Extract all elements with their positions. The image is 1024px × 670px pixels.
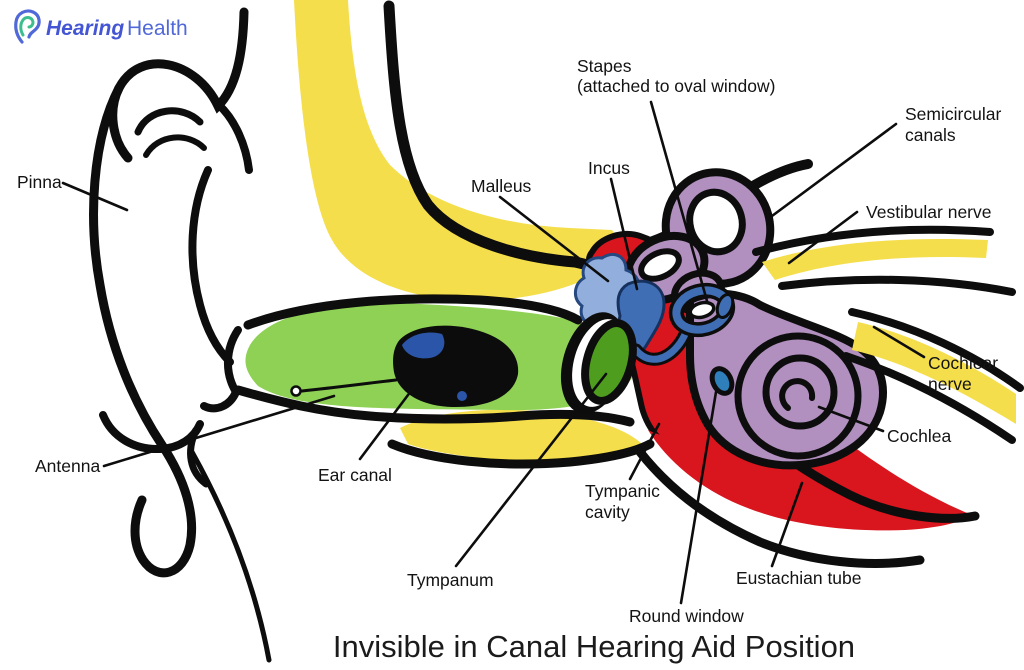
label-stapes-note: (attached to oval window): [577, 76, 775, 96]
label-tympanum: Tympanum: [407, 570, 494, 590]
label-semicircular-canals-2: canals: [905, 125, 956, 145]
cochlear-nerve-shape: [842, 308, 1024, 444]
pointer-eustachian-tube: [770, 481, 804, 568]
label-incus: Incus: [588, 158, 630, 178]
round-window-shape: [709, 366, 735, 396]
pointer-cochlear-nerve: [872, 325, 926, 359]
cochlea-shape: [686, 289, 887, 470]
label-cochlea: Cochlea: [887, 426, 951, 446]
stapes-shape: [668, 282, 736, 338]
label-semicircular-canals: Semicircular: [905, 104, 1001, 124]
label-tympanic-cavity: Tympanic: [585, 481, 660, 501]
pointer-antenna: [102, 394, 336, 468]
pointer-lines: [61, 100, 926, 605]
pointer-incus: [609, 177, 639, 291]
pointer-ear-canal: [358, 385, 416, 461]
logo: Hearing Health: [14, 9, 188, 44]
pointer-cochlea: [817, 405, 885, 433]
labels: Pinna Antenna Ear canal Tympanum Malleus…: [17, 56, 1001, 626]
hearing-aid-shape: [290, 325, 519, 408]
antenna-tip: [290, 385, 302, 397]
pointer-semicircular-canals: [770, 122, 898, 218]
label-eustachian-tube: Eustachian tube: [736, 568, 862, 588]
label-stapes: Stapes: [577, 56, 632, 76]
vestibular-nerve-shape: [752, 225, 1016, 296]
pointer-vestibular-nerve: [787, 210, 859, 265]
tympanum-shape: [560, 312, 637, 414]
label-malleus: Malleus: [471, 176, 532, 196]
brand-name-bold: Hearing: [46, 17, 124, 40]
diagram-title: Invisible in Canal Hearing Aid Position: [333, 629, 855, 664]
label-pinna: Pinna: [17, 172, 62, 192]
label-ear-canal: Ear canal: [318, 465, 392, 485]
label-antenna: Antenna: [35, 456, 100, 476]
pointer-malleus: [498, 195, 610, 283]
pinna-outline: [89, 7, 272, 663]
pointer-round-window: [679, 390, 718, 605]
pointer-stapes: [649, 100, 709, 303]
pointer-tympanum: [454, 372, 608, 568]
pointer-tympanic-cavity: [628, 422, 661, 481]
label-round-window: Round window: [629, 606, 744, 626]
antenna-wire: [300, 378, 398, 393]
label-cochlear-nerve-2: nerve: [928, 374, 972, 394]
brand-name-regular: Health: [127, 17, 188, 40]
label-tympanic-cavity-2: cavity: [585, 502, 630, 522]
label-cochlear-nerve: Cochlear: [928, 353, 998, 373]
pointer-pinna: [61, 181, 129, 212]
ear-logo-icon: [14, 9, 41, 44]
label-vestibular-nerve: Vestibular nerve: [866, 202, 992, 222]
